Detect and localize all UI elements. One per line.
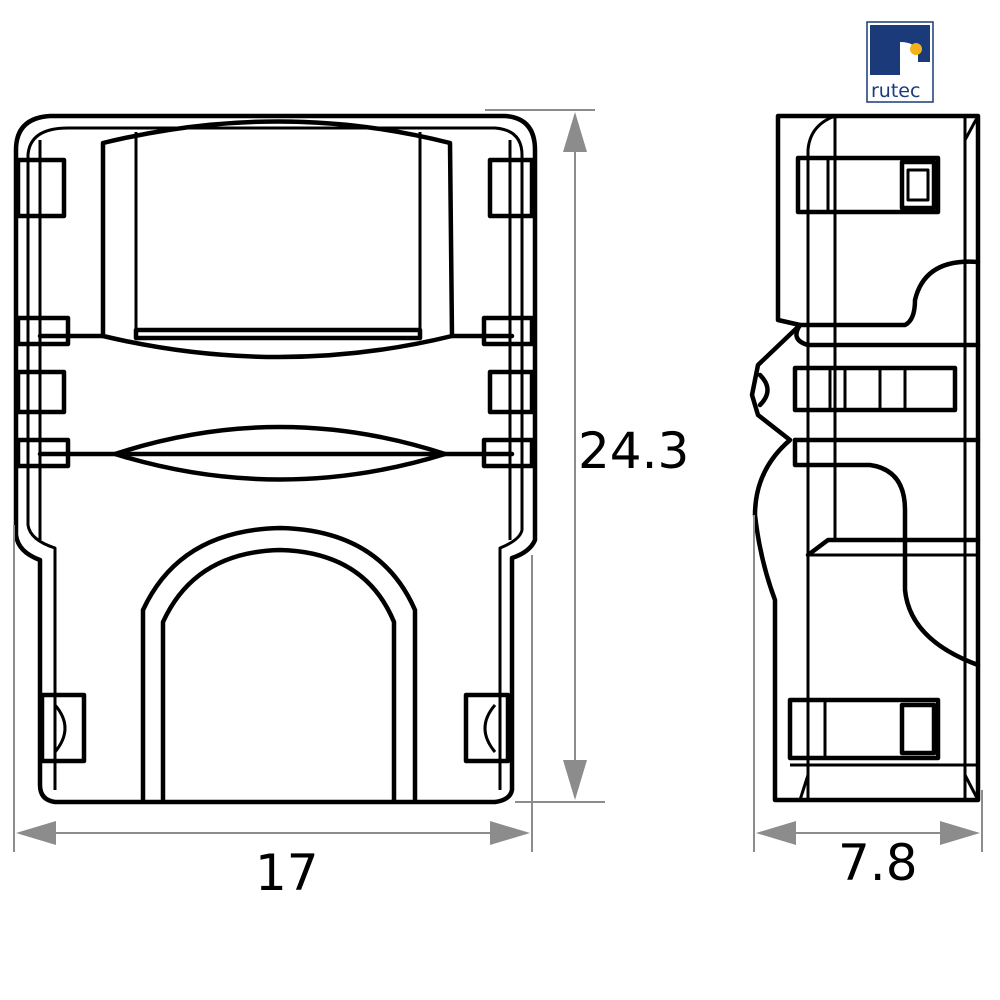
arrow-left bbox=[16, 821, 56, 845]
front-arch-inner bbox=[160, 547, 397, 803]
arrow-left bbox=[756, 821, 796, 845]
side-bump bbox=[794, 259, 981, 348]
side-view bbox=[749, 113, 981, 803]
arrow-right bbox=[490, 821, 530, 845]
logo-dot-icon bbox=[910, 43, 922, 55]
dimension-width bbox=[13, 525, 533, 852]
arrow-right bbox=[940, 821, 980, 845]
dimension-height-label: 24.3 bbox=[578, 422, 689, 480]
front-upper-window bbox=[100, 119, 455, 360]
dimension-width-label: 17 bbox=[255, 844, 319, 902]
front-clip-left bbox=[39, 692, 87, 764]
arrow-up bbox=[563, 112, 587, 152]
dimension-depth bbox=[753, 515, 983, 852]
arrow-down bbox=[563, 760, 587, 800]
rutec-logo: rutec bbox=[866, 21, 934, 103]
dimension-depth-label: 7.8 bbox=[838, 834, 918, 892]
side-outer-body bbox=[749, 113, 981, 803]
front-outer-body bbox=[13, 113, 538, 805]
logo-text: rutec bbox=[871, 80, 920, 102]
front-arch-outer bbox=[140, 525, 418, 803]
front-clip-right bbox=[463, 692, 511, 764]
front-lens bbox=[112, 424, 448, 482]
front-view bbox=[13, 113, 538, 805]
dimension-height bbox=[485, 109, 605, 803]
